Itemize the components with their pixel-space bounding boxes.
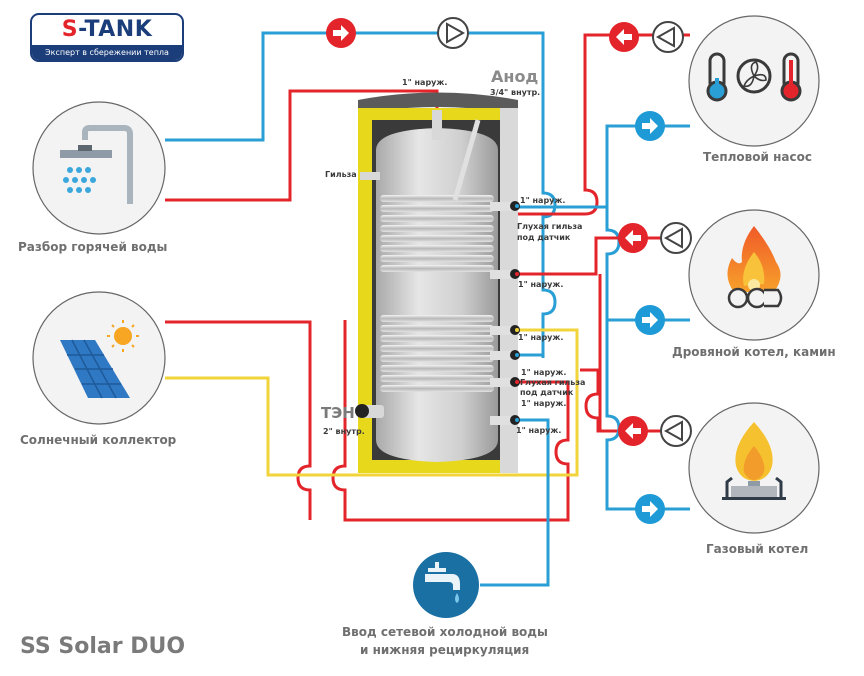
anode-title: Анод <box>491 67 539 86</box>
anode-rod <box>452 119 481 201</box>
wood-fire-icon <box>727 226 783 309</box>
sleeve-label: Гильза <box>325 170 357 179</box>
cold-water-inlet-label-line1: Ввод сетевой холодной воды <box>342 625 548 639</box>
sun-icon <box>107 320 139 352</box>
pipe-gas-supply <box>580 368 690 433</box>
heat-pump-label: Тепловой насос <box>703 150 812 164</box>
port3-label: 1" наруж. <box>518 333 564 342</box>
port4-label: 1" наруж. <box>521 368 567 377</box>
hot-water-draw-node <box>32 101 166 235</box>
gas-boiler-label: Газовый котел <box>706 542 809 556</box>
sleeve-nozzle <box>360 172 380 180</box>
gas-burner-icon <box>722 422 786 500</box>
tank <box>355 92 520 473</box>
arrow-right-blue-icon <box>635 305 665 335</box>
arrow-left-red-icon <box>618 223 648 253</box>
port2-label: 1" наруж. <box>518 280 564 289</box>
heater-title: ТЭН <box>321 404 355 422</box>
wood-boiler-label: Дровяной котел, камин <box>672 345 836 359</box>
cold-water-inlet-node <box>413 552 479 618</box>
cold-thermometer-icon <box>706 52 728 102</box>
solar-collector-label: Солнечный коллектор <box>20 433 177 447</box>
wood-boiler-node <box>688 209 820 341</box>
arrow-right-blue-icon <box>635 111 665 141</box>
top-outlet-nozzle <box>432 110 442 140</box>
s-tank-logo: S-TANK Эксперт в сбережении тепла <box>30 13 184 62</box>
port6-label: 1" наруж. <box>516 426 562 435</box>
heat-pump-node <box>688 15 820 147</box>
upper-coil <box>380 195 494 272</box>
blind-sleeve2-line1: Глухая гильза <box>520 378 586 387</box>
pipe-lower-red <box>331 320 570 522</box>
pipe-solar-supply <box>165 320 312 520</box>
logo-tagline: Эксперт в сбережении тепла <box>32 45 182 60</box>
right-ports <box>490 201 520 425</box>
cold-water-inlet-label-line2: и нижняя рециркуляция <box>360 643 530 657</box>
anode-size: 3/4" внутр. <box>490 88 541 97</box>
top-outlet-label: 1" наруж. <box>402 78 448 87</box>
blind-sleeve2-line2: под датчик <box>520 388 574 397</box>
solar-panel-icon <box>60 339 130 399</box>
flow-markers <box>326 17 692 524</box>
hot-thermometer-icon <box>780 52 802 102</box>
arrow-right-red-icon <box>326 18 356 48</box>
solar-collector-node <box>32 291 166 425</box>
heater-size: 2" внутр. <box>323 427 365 436</box>
arrow-right-blue-icon <box>635 494 665 524</box>
pump-icon <box>660 415 692 447</box>
product-title: SS Solar DUO <box>20 634 186 659</box>
tank-vessel <box>376 128 498 462</box>
gas-boiler-node <box>688 402 820 534</box>
logo-rest: -TANK <box>78 17 153 42</box>
pipe-cold-inlet <box>480 418 550 587</box>
arrow-left-red-icon <box>609 22 639 52</box>
pump-icon <box>652 21 684 53</box>
pump-icon <box>660 222 692 254</box>
lower-coil <box>380 315 494 392</box>
logo-prefix: S <box>61 17 79 42</box>
hot-water-draw-label: Разбор горячей воды <box>18 240 168 254</box>
blind-sleeve1-line1: Глухая гильза <box>517 222 583 231</box>
port1-label: 1" наруж. <box>520 196 566 205</box>
pipe-solar-return <box>165 328 579 477</box>
fan-icon <box>736 58 772 94</box>
pump-icon <box>437 17 469 49</box>
arrow-left-red-icon <box>618 416 648 446</box>
logo-wordmark: S-TANK <box>32 17 182 43</box>
pipe-recirculation-top <box>165 31 557 358</box>
shower-icon <box>60 125 133 204</box>
pipe-heat-pump-supply <box>515 33 690 216</box>
water-tap-icon <box>425 562 460 603</box>
blind-sleeve1-line2: под датчик <box>517 233 571 242</box>
port5-label: 1" наруж. <box>521 399 567 408</box>
